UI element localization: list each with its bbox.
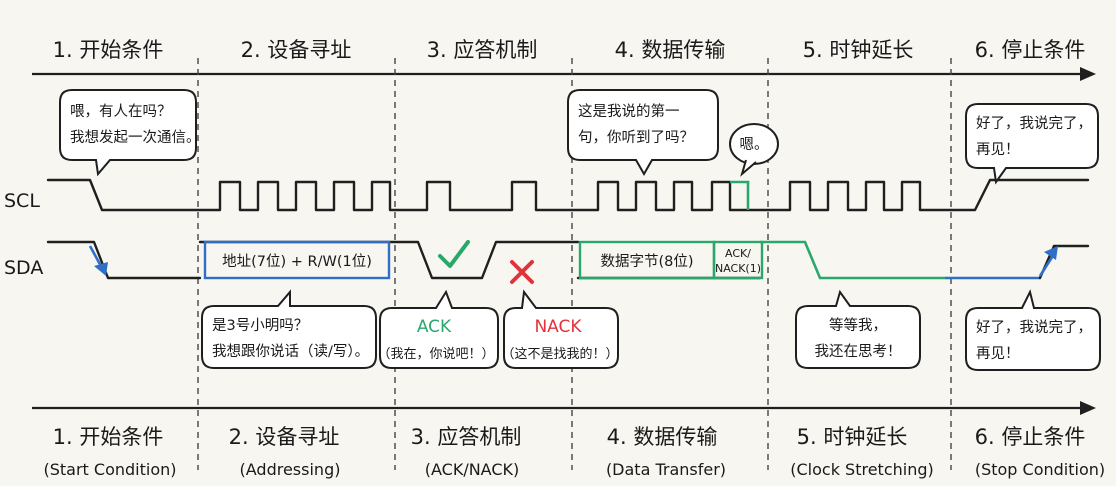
footer-phase-1-title: 1. 开始条件 — [53, 425, 164, 449]
bubble-start: 喂，有人在吗？ 我想发起一次通信。 — [59, 89, 201, 177]
bubble-nack-title: NACK — [534, 317, 582, 337]
address-box-label: 地址(7位) + R/W(1位) — [222, 253, 372, 270]
bubble-stop-bottom-line1: 好了，我说完了， — [976, 319, 1092, 336]
bubble-start-line2: 我想发起一次通信。 — [70, 129, 201, 146]
footer-phase-4-subtitle: (Data Transfer) — [606, 460, 726, 479]
footer-phase-2-subtitle: (Addressing) — [240, 460, 341, 479]
bubble-address-line1: 是3号小明吗？ — [212, 317, 308, 334]
footer-phase-3-subtitle: (ACK/NACK) — [425, 460, 520, 479]
bubble-start-line1: 喂，有人在吗？ — [70, 103, 172, 120]
sda-waveform-start — [46, 240, 202, 280]
up-arrow-icon — [1038, 246, 1058, 277]
bubble-stop-top-line2: 再见！ — [976, 142, 1020, 158]
scl-label: SCL — [4, 190, 40, 212]
footer-phase-4-title: 4. 数据传输 — [607, 425, 718, 449]
bubble-stretch-line1: 等等我， — [829, 316, 887, 334]
header-phase-2: 2. 设备寻址 — [241, 38, 352, 62]
ack-nack-box-line2: NACK(1) — [715, 262, 761, 275]
cross-mark-icon — [510, 260, 534, 284]
bubble-data: 这是我说的第一 句，你听到了吗？ — [567, 89, 719, 177]
bubble-data-line2: 句，你听到了吗？ — [578, 129, 694, 146]
header-phase-labels: 1. 开始条件 2. 设备寻址 3. 应答机制 4. 数据传输 5. 时钟延长 … — [53, 38, 1086, 62]
bubble-address-line2: 我想跟你说话（读/写）。 — [212, 343, 369, 360]
sda-label: SDA — [4, 257, 43, 279]
scl-ack-pulse — [730, 180, 750, 210]
top-axis-arrowhead — [1080, 67, 1096, 81]
footer-phase-5-title: 5. 时钟延长 — [797, 425, 908, 449]
header-phase-6: 6. 停止条件 — [975, 38, 1086, 62]
header-phase-3: 3. 应答机制 — [427, 38, 538, 62]
header-phase-5: 5. 时钟延长 — [803, 38, 914, 62]
bubble-ack-line2: （我在，你说吧！） — [377, 347, 494, 362]
bubble-ack-small: 嗯。 — [729, 123, 779, 177]
footer-phase-6-subtitle: (Stop Condition) — [975, 460, 1105, 479]
bubble-stretch-line2: 我还在思考！ — [815, 343, 902, 360]
bottom-axis-arrowhead — [1080, 401, 1096, 415]
bubble-stop-bottom: 好了，我说完了， 再见！ — [965, 289, 1101, 371]
check-mark-icon — [438, 240, 470, 268]
footer-phase-1-subtitle: (Start Condition) — [43, 460, 176, 479]
ack-nack-box — [712, 240, 764, 280]
bubble-stop-top-line1: 好了，我说完了， — [976, 115, 1092, 132]
header-phase-4: 4. 数据传输 — [615, 38, 726, 62]
down-arrow-icon — [88, 245, 108, 276]
bubble-stretch: 等等我， 我还在思考！ — [795, 289, 921, 369]
bubble-address: 是3号小明吗？ 我想跟你说话（读/写）。 — [201, 289, 377, 369]
bubble-nack: NACK （这不是找我的！） — [501, 289, 619, 369]
footer-phase-6-title: 6. 停止条件 — [975, 425, 1086, 449]
bubble-ack: ACK （我在，你说吧！） — [377, 289, 499, 369]
bubble-stop-top: 好了，我说完了， 再见！ — [965, 103, 1099, 185]
bubble-ack-small-text: 嗯。 — [740, 137, 769, 153]
data-byte-box-label: 数据字节(8位) — [600, 253, 693, 270]
bubble-stop-bottom-line2: 再见！ — [976, 346, 1020, 362]
header-phase-1: 1. 开始条件 — [53, 38, 164, 62]
bubble-nack-line2: （这不是找我的！） — [501, 346, 618, 362]
footer-phase-labels: 1. 开始条件 (Start Condition) 2. 设备寻址 (Addre… — [43, 425, 1105, 479]
scl-waveform — [46, 178, 1090, 212]
footer-phase-3-title: 3. 应答机制 — [411, 425, 522, 449]
address-box — [203, 240, 391, 280]
bubble-ack-title: ACK — [417, 317, 452, 337]
footer-phase-5-subtitle: (Clock Stretching) — [790, 460, 934, 479]
ack-nack-box-line1: ACK/ — [725, 247, 751, 260]
sda-waveform-stretch — [760, 240, 945, 280]
footer-phase-2-title: 2. 设备寻址 — [229, 425, 340, 449]
bubble-data-line1: 这是我说的第一 — [578, 102, 680, 120]
